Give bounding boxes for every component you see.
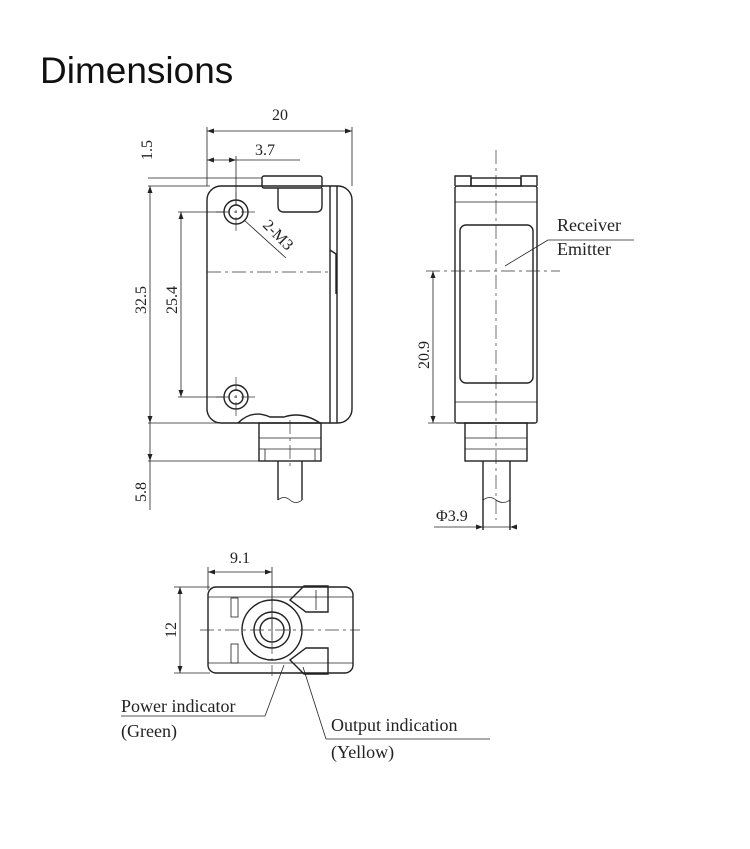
label-output-indication-color: (Yellow)	[331, 742, 394, 763]
label-power-indicator: Power indicator	[121, 696, 235, 716]
dim-cable-diameter: Φ3.9	[436, 508, 468, 525]
front-view: 20 3.7 1.5 2-M3	[133, 107, 353, 510]
dim-top-offset: 1.5	[139, 140, 156, 160]
page-title: Dimensions	[40, 50, 234, 91]
dim-connector-length: 5.8	[133, 482, 150, 502]
bottom-view: 9.1 12 Power indicator (Green) Output in…	[121, 550, 490, 763]
label-power-indicator-color: (Green)	[121, 721, 177, 742]
label-output-indication: Output indication	[331, 715, 457, 735]
dim-body-height: 32.5	[133, 286, 150, 314]
dim-hole-offset: 3.7	[255, 142, 275, 159]
dim-overall-width: 20	[272, 107, 288, 124]
dim-optical-axis-height: 20.9	[416, 341, 433, 369]
dim-hole-spacing: 25.4	[164, 286, 181, 314]
dim-bottom-offset: 9.1	[230, 550, 250, 567]
label-emitter: Emitter	[557, 239, 611, 259]
label-receiver: Receiver	[557, 215, 621, 235]
side-view: Receiver Emitter 20.9 Φ3.9	[416, 150, 634, 530]
dim-thread-callout: 2-M3	[259, 217, 296, 254]
dim-bottom-depth: 12	[163, 622, 180, 638]
